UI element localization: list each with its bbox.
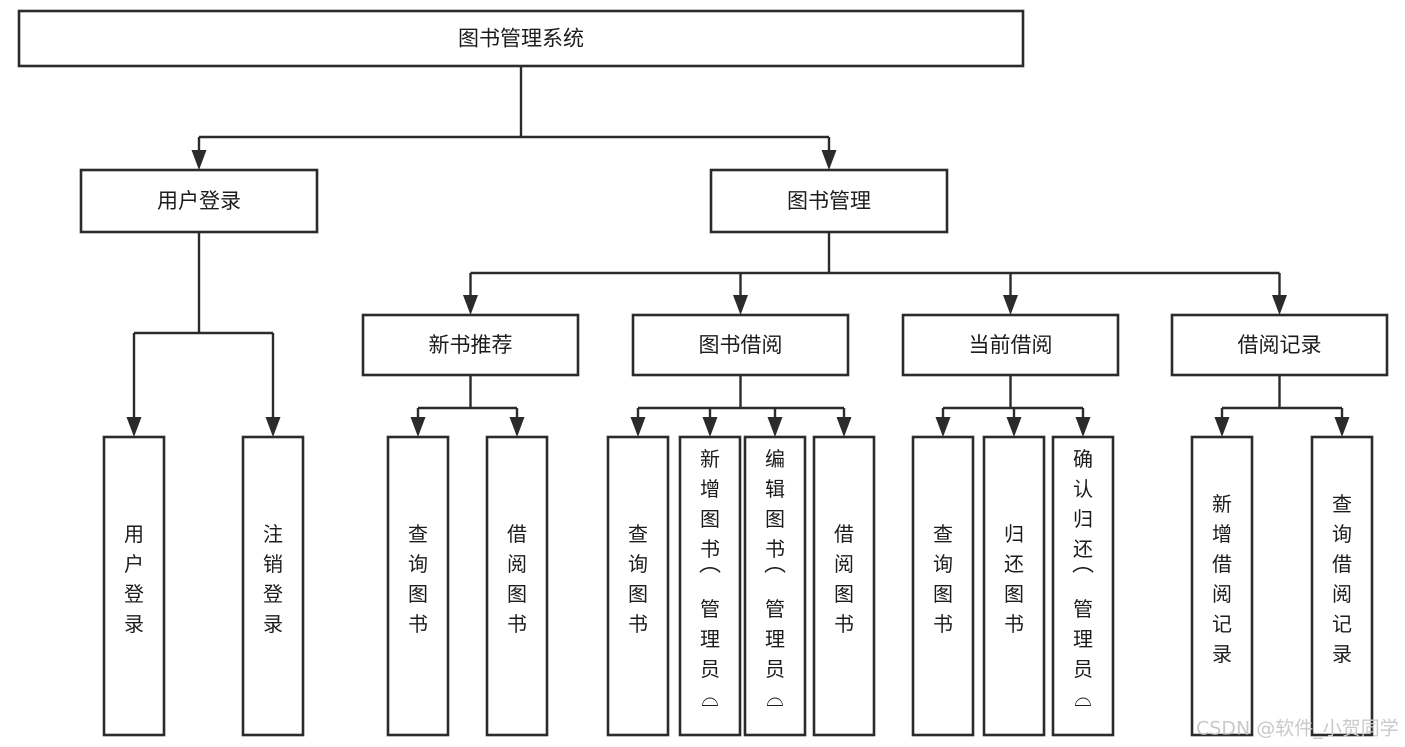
node-book-management[interactable]: 图书管理 bbox=[709, 168, 949, 234]
node-leaf-logout-login[interactable]: 注销登录 bbox=[241, 435, 305, 737]
connectors-layer bbox=[126, 66, 1350, 437]
node-label-leaf-user-login: 用户登录 bbox=[124, 522, 144, 636]
arrow-head-borrow-record-1 bbox=[1334, 417, 1350, 437]
node-label-borrow-record: 借阅记录 bbox=[1238, 333, 1322, 357]
node-box-leaf-add-book-admin bbox=[678, 435, 742, 737]
nodes-layer: 图书管理系统用户登录图书管理新书推荐图书借阅当前借阅借阅记录用户登录注销登录查询… bbox=[17, 9, 1389, 737]
arrow-head-root-1 bbox=[821, 150, 837, 170]
node-leaf-confirm-return-admin[interactable]: 确认归还⌒管理员⌓ bbox=[1051, 435, 1115, 737]
arrow-head-book-borrow-1 bbox=[702, 417, 718, 437]
arrow-head-book-management-1 bbox=[733, 295, 748, 315]
arrow-head-book-management-3 bbox=[1272, 295, 1287, 315]
node-label-leaf-query-book-borrow: 查询图书 bbox=[628, 522, 648, 636]
node-box-book-borrow bbox=[631, 313, 850, 377]
node-leaf-borrow-book[interactable]: 借阅图书 bbox=[812, 435, 876, 737]
node-box-leaf-query-book-current bbox=[911, 435, 975, 737]
node-box-new-book-recommend bbox=[361, 313, 580, 377]
node-label-root: 图书管理系统 bbox=[458, 27, 584, 51]
node-leaf-edit-book-admin[interactable]: 编辑图书⌒管理员⌓ bbox=[743, 435, 807, 737]
arrow-head-user-login-1 bbox=[265, 417, 281, 437]
arrow-head-root-0 bbox=[191, 150, 207, 170]
node-box-leaf-query-book-borrow bbox=[606, 435, 670, 737]
node-box-leaf-user-login bbox=[102, 435, 166, 737]
node-label-leaf-confirm-return-admin: 确认归还⌒管理员⌓ bbox=[1072, 447, 1094, 712]
node-label-book-management: 图书管理 bbox=[787, 189, 871, 213]
node-leaf-query-book-recommend[interactable]: 查询图书 bbox=[386, 435, 450, 737]
node-box-book-management bbox=[709, 168, 949, 234]
node-label-book-borrow: 图书借阅 bbox=[699, 333, 783, 357]
node-box-leaf-confirm-return-admin bbox=[1051, 435, 1115, 737]
node-leaf-query-borrow-record[interactable]: 查询借阅记录 bbox=[1310, 435, 1374, 737]
node-label-leaf-return-book: 归还图书 bbox=[1004, 522, 1024, 636]
node-label-leaf-query-book-current: 查询图书 bbox=[933, 522, 953, 636]
node-book-borrow[interactable]: 图书借阅 bbox=[631, 313, 850, 377]
arrow-head-borrow-record-0 bbox=[1214, 417, 1230, 437]
node-label-current-borrow: 当前借阅 bbox=[969, 333, 1053, 357]
node-label-leaf-edit-book-admin: 编辑图书⌒管理员⌓ bbox=[764, 447, 786, 712]
arrow-head-new-book-recommend-1 bbox=[509, 417, 525, 437]
node-new-book-recommend[interactable]: 新书推荐 bbox=[361, 313, 580, 377]
arrow-head-book-management-0 bbox=[463, 295, 478, 315]
node-label-new-book-recommend: 新书推荐 bbox=[429, 333, 513, 357]
node-box-leaf-borrow-book bbox=[812, 435, 876, 737]
node-label-leaf-query-borrow-record: 查询借阅记录 bbox=[1332, 492, 1352, 666]
node-label-leaf-borrow-book: 借阅图书 bbox=[834, 522, 854, 636]
node-leaf-add-borrow-record[interactable]: 新增借阅记录 bbox=[1190, 435, 1254, 737]
node-box-leaf-borrow-book-recommend bbox=[485, 435, 549, 737]
node-user-login[interactable]: 用户登录 bbox=[79, 168, 319, 234]
node-current-borrow[interactable]: 当前借阅 bbox=[901, 313, 1120, 377]
arrow-head-current-borrow-0 bbox=[935, 417, 951, 437]
node-box-root bbox=[17, 9, 1025, 68]
arrow-head-book-borrow-2 bbox=[767, 417, 783, 437]
node-borrow-record[interactable]: 借阅记录 bbox=[1170, 313, 1389, 377]
node-box-leaf-logout-login bbox=[241, 435, 305, 737]
node-label-leaf-add-borrow-record: 新增借阅记录 bbox=[1212, 492, 1232, 666]
arrow-head-user-login-0 bbox=[126, 417, 142, 437]
node-label-user-login: 用户登录 bbox=[157, 189, 241, 213]
node-box-leaf-query-borrow-record bbox=[1310, 435, 1374, 737]
arrow-head-current-borrow-2 bbox=[1075, 417, 1091, 437]
node-box-current-borrow bbox=[901, 313, 1120, 377]
node-label-leaf-logout-login: 注销登录 bbox=[263, 522, 283, 636]
node-leaf-return-book[interactable]: 归还图书 bbox=[982, 435, 1046, 737]
arrow-head-book-borrow-3 bbox=[836, 417, 852, 437]
arrow-head-book-borrow-0 bbox=[630, 417, 646, 437]
arrow-head-current-borrow-1 bbox=[1006, 417, 1022, 437]
node-box-leaf-return-book bbox=[982, 435, 1046, 737]
node-leaf-user-login[interactable]: 用户登录 bbox=[102, 435, 166, 737]
node-leaf-add-book-admin[interactable]: 新增图书⌒管理员⌓ bbox=[678, 435, 742, 737]
arrow-head-new-book-recommend-0 bbox=[410, 417, 426, 437]
node-box-user-login bbox=[79, 168, 319, 234]
node-label-leaf-add-book-admin: 新增图书⌒管理员⌓ bbox=[699, 447, 721, 712]
node-label-leaf-borrow-book-recommend: 借阅图书 bbox=[507, 522, 527, 636]
watermark-label: CSDN @软件_小贺同学 bbox=[1196, 718, 1399, 740]
node-leaf-borrow-book-recommend[interactable]: 借阅图书 bbox=[485, 435, 549, 737]
node-box-borrow-record bbox=[1170, 313, 1389, 377]
node-root[interactable]: 图书管理系统 bbox=[17, 9, 1025, 68]
node-leaf-query-book-current[interactable]: 查询图书 bbox=[911, 435, 975, 737]
arrow-head-book-management-2 bbox=[1003, 295, 1018, 315]
node-box-leaf-add-borrow-record bbox=[1190, 435, 1254, 737]
node-box-leaf-query-book-recommend bbox=[386, 435, 450, 737]
node-box-leaf-edit-book-admin bbox=[743, 435, 807, 737]
node-leaf-query-book-borrow[interactable]: 查询图书 bbox=[606, 435, 670, 737]
node-label-leaf-query-book-recommend: 查询图书 bbox=[408, 522, 428, 636]
